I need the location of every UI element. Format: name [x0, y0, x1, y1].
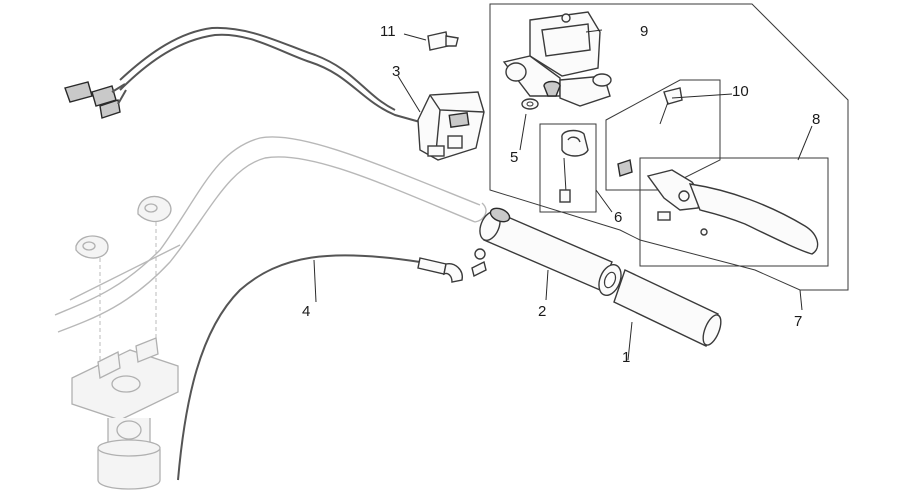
leader-lines	[313, 29, 813, 361]
lever-pivot-bolt-kit	[605, 79, 721, 191]
throttle-cable	[177, 248, 487, 481]
throttle-grip	[479, 207, 613, 291]
upper-clamp-ghost	[75, 195, 172, 380]
light-switch-assembly	[417, 91, 485, 161]
callout-10: 10	[732, 83, 749, 100]
callout-9: 9	[640, 23, 648, 40]
callout-5: 5	[510, 149, 518, 166]
callout-8: 8	[812, 111, 820, 128]
brake-master-cylinder	[502, 11, 612, 107]
switch-wiring-harness	[64, 26, 421, 123]
brake-lever	[639, 157, 829, 267]
callout-3: 3	[392, 63, 400, 80]
callout-4: 4	[302, 303, 310, 320]
handlebar-ghost	[54, 136, 487, 333]
handlebar-clamp-kit	[539, 123, 597, 213]
callout-11: 11	[380, 23, 396, 40]
callout-1: 1	[622, 349, 630, 366]
handlebar-right-tube	[613, 269, 722, 347]
grip-ring	[598, 263, 622, 297]
reservoir-seal	[521, 98, 539, 110]
callout-7: 7	[794, 313, 802, 330]
master-cylinder-group-frame	[489, 3, 849, 291]
steering-stem-ghost	[71, 337, 179, 490]
banjo-bolt	[427, 31, 459, 51]
callout-2: 2	[538, 303, 546, 320]
callout-6: 6	[614, 209, 622, 226]
